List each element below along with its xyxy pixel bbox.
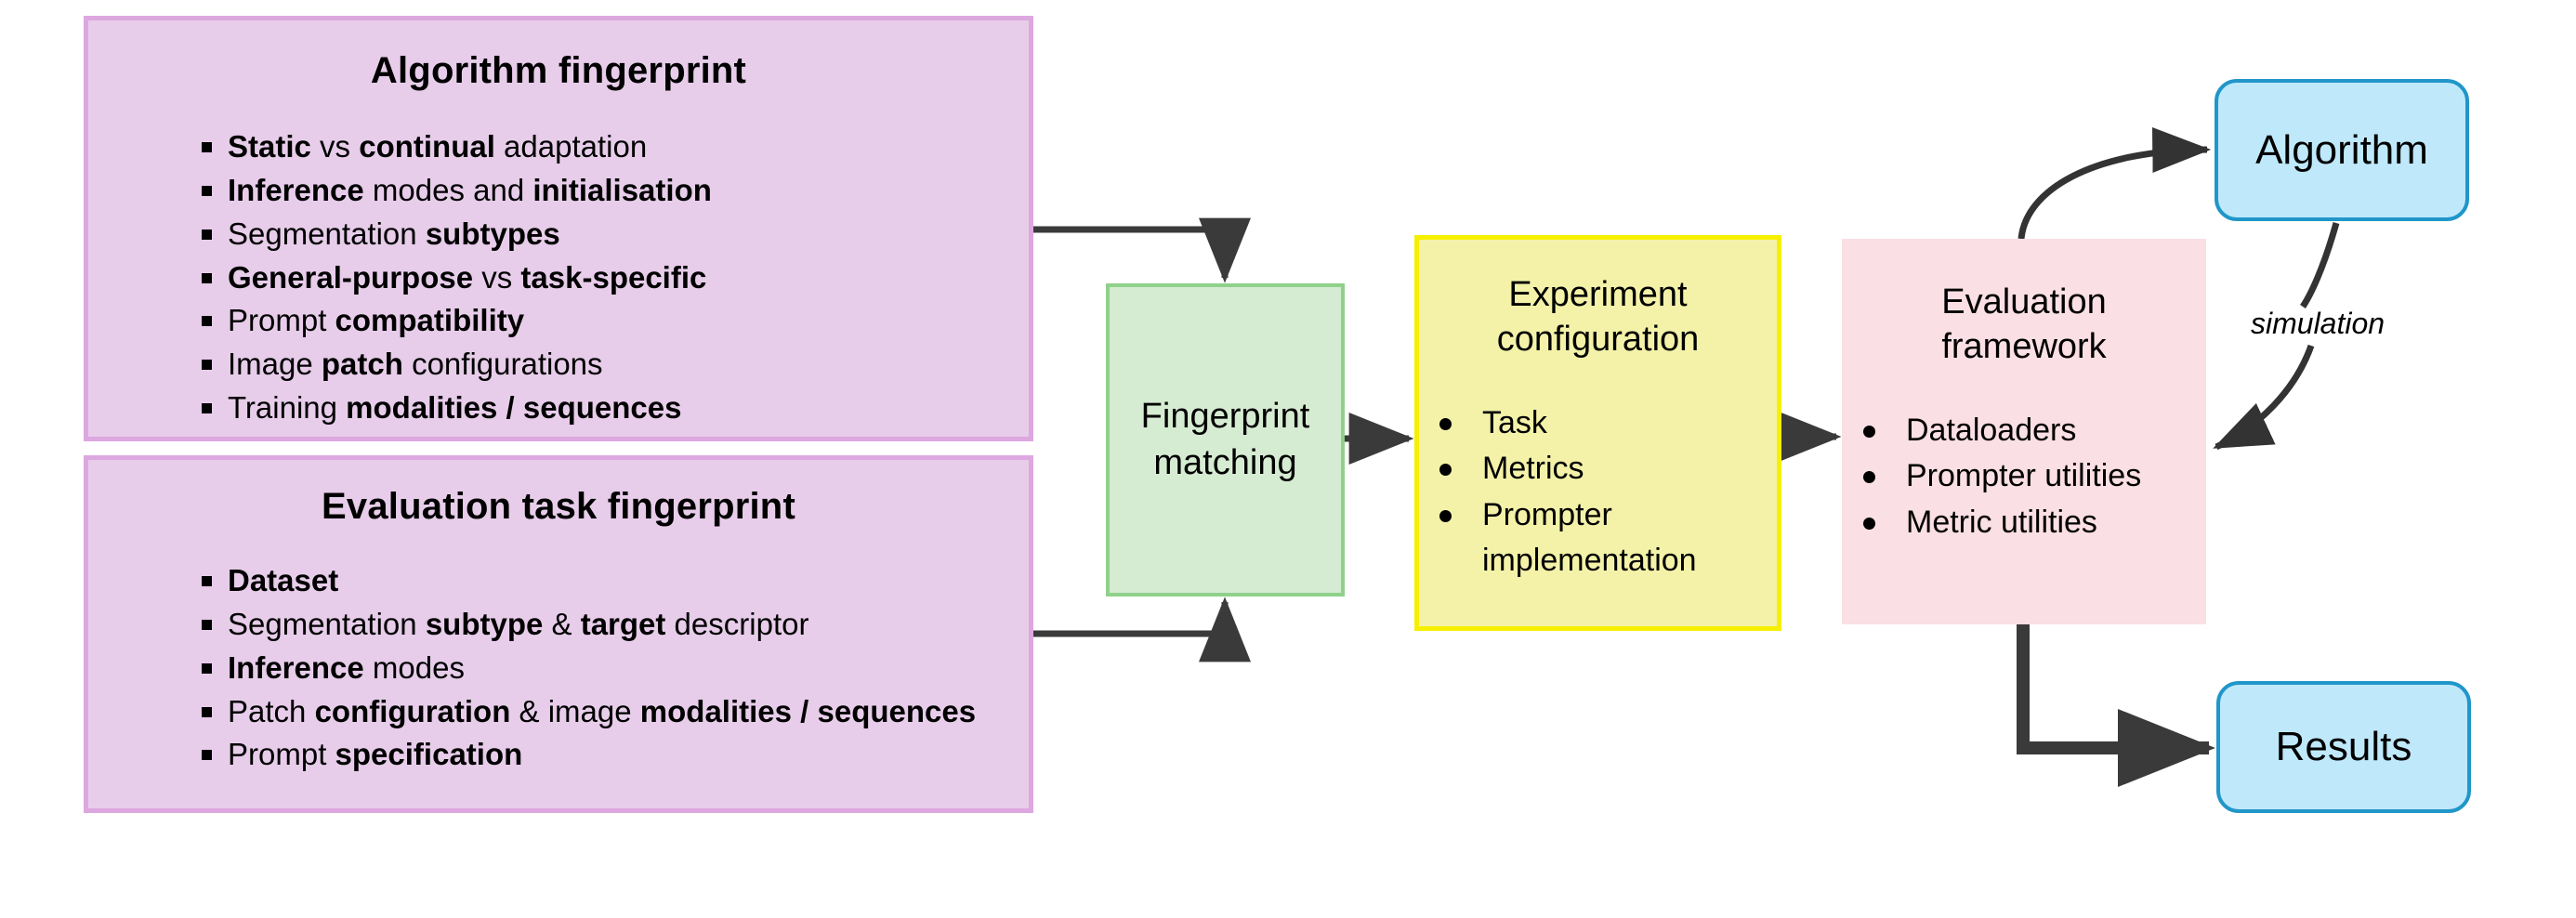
algorithm-fingerprint-item: Static vs continual adaptation: [191, 125, 1029, 169]
fingerprint-matching-box: Fingerprint matching: [1106, 283, 1345, 597]
experiment-configuration-item: Prompter: [1419, 492, 1777, 538]
algorithm-fingerprint-item: Inference modes and initialisation: [191, 169, 1029, 213]
evaluation-task-fingerprint-item: Prompt specification: [191, 733, 1029, 777]
evaluation-task-fingerprint-item: Inference modes: [191, 647, 1029, 690]
experiment-configuration-item: implementation: [1482, 542, 1697, 578]
experiment-configuration-title: Experiment configuration: [1419, 273, 1777, 361]
edge-label-simulation: simulation: [2251, 307, 2385, 340]
experiment-configuration-title-line1: Experiment: [1508, 275, 1688, 314]
edge-algorithm-to-framework-simulation-tail: [2213, 344, 2315, 451]
evaluation-framework-item: Prompter utilities: [1843, 453, 2205, 499]
evaluation-task-fingerprint-item: Patch configuration & image modalities /…: [191, 690, 1029, 734]
algorithm-fingerprint-panel: Algorithm fingerprint Static vs continua…: [84, 16, 1033, 441]
results-box-label: Results: [2275, 724, 2412, 769]
experiment-configuration-item: Metrics: [1419, 446, 1777, 492]
results-box: Results: [2216, 681, 2471, 813]
edge-framework-to-results: [2017, 624, 2215, 787]
evaluation-framework-title: Evaluation framework: [1843, 281, 2205, 369]
algorithm-box-label: Algorithm: [2255, 126, 2428, 173]
evaluation-framework-title-line1: Evaluation: [1941, 282, 2107, 321]
edge-algorithm-fingerprint-to-matching: [1033, 217, 1251, 283]
algorithm-fingerprint-item: Prompt compatibility: [191, 299, 1029, 343]
evaluation-task-fingerprint-item: Segmentation subtype & target descriptor: [191, 603, 1029, 647]
edge-algorithm-to-framework-simulation: [2300, 222, 2340, 308]
evaluation-framework-title-line2: framework: [1941, 326, 2107, 366]
algorithm-fingerprint-item: Image patch configurations: [191, 343, 1029, 387]
algorithm-fingerprint-item: Segmentation subtypes: [191, 213, 1029, 256]
evaluation-task-fingerprint-item: Dataset: [191, 559, 1029, 603]
fingerprint-matching-label-line2: matching: [1153, 442, 1297, 482]
evaluation-task-fingerprint-title: Evaluation task fingerprint: [322, 486, 795, 527]
experiment-configuration-title-line2: configuration: [1496, 319, 1700, 359]
evaluation-framework-item: Dataloaders: [1843, 408, 2205, 453]
algorithm-fingerprint-title: Algorithm fingerprint: [370, 50, 747, 91]
algorithm-box: Algorithm: [2215, 79, 2469, 221]
algorithm-fingerprint-item: Training modalities / sequences: [191, 387, 1029, 430]
edge-framework-to-algorithm: [2017, 126, 2212, 240]
experiment-configuration-item: Task: [1419, 400, 1777, 446]
edge-task-fingerprint-to-matching: [1033, 597, 1251, 662]
algorithm-fingerprint-item: General-purpose vs task-specific: [191, 256, 1029, 300]
evaluation-framework-item: Metric utilities: [1843, 500, 2205, 545]
fingerprint-matching-label-line1: Fingerprint: [1140, 397, 1310, 437]
